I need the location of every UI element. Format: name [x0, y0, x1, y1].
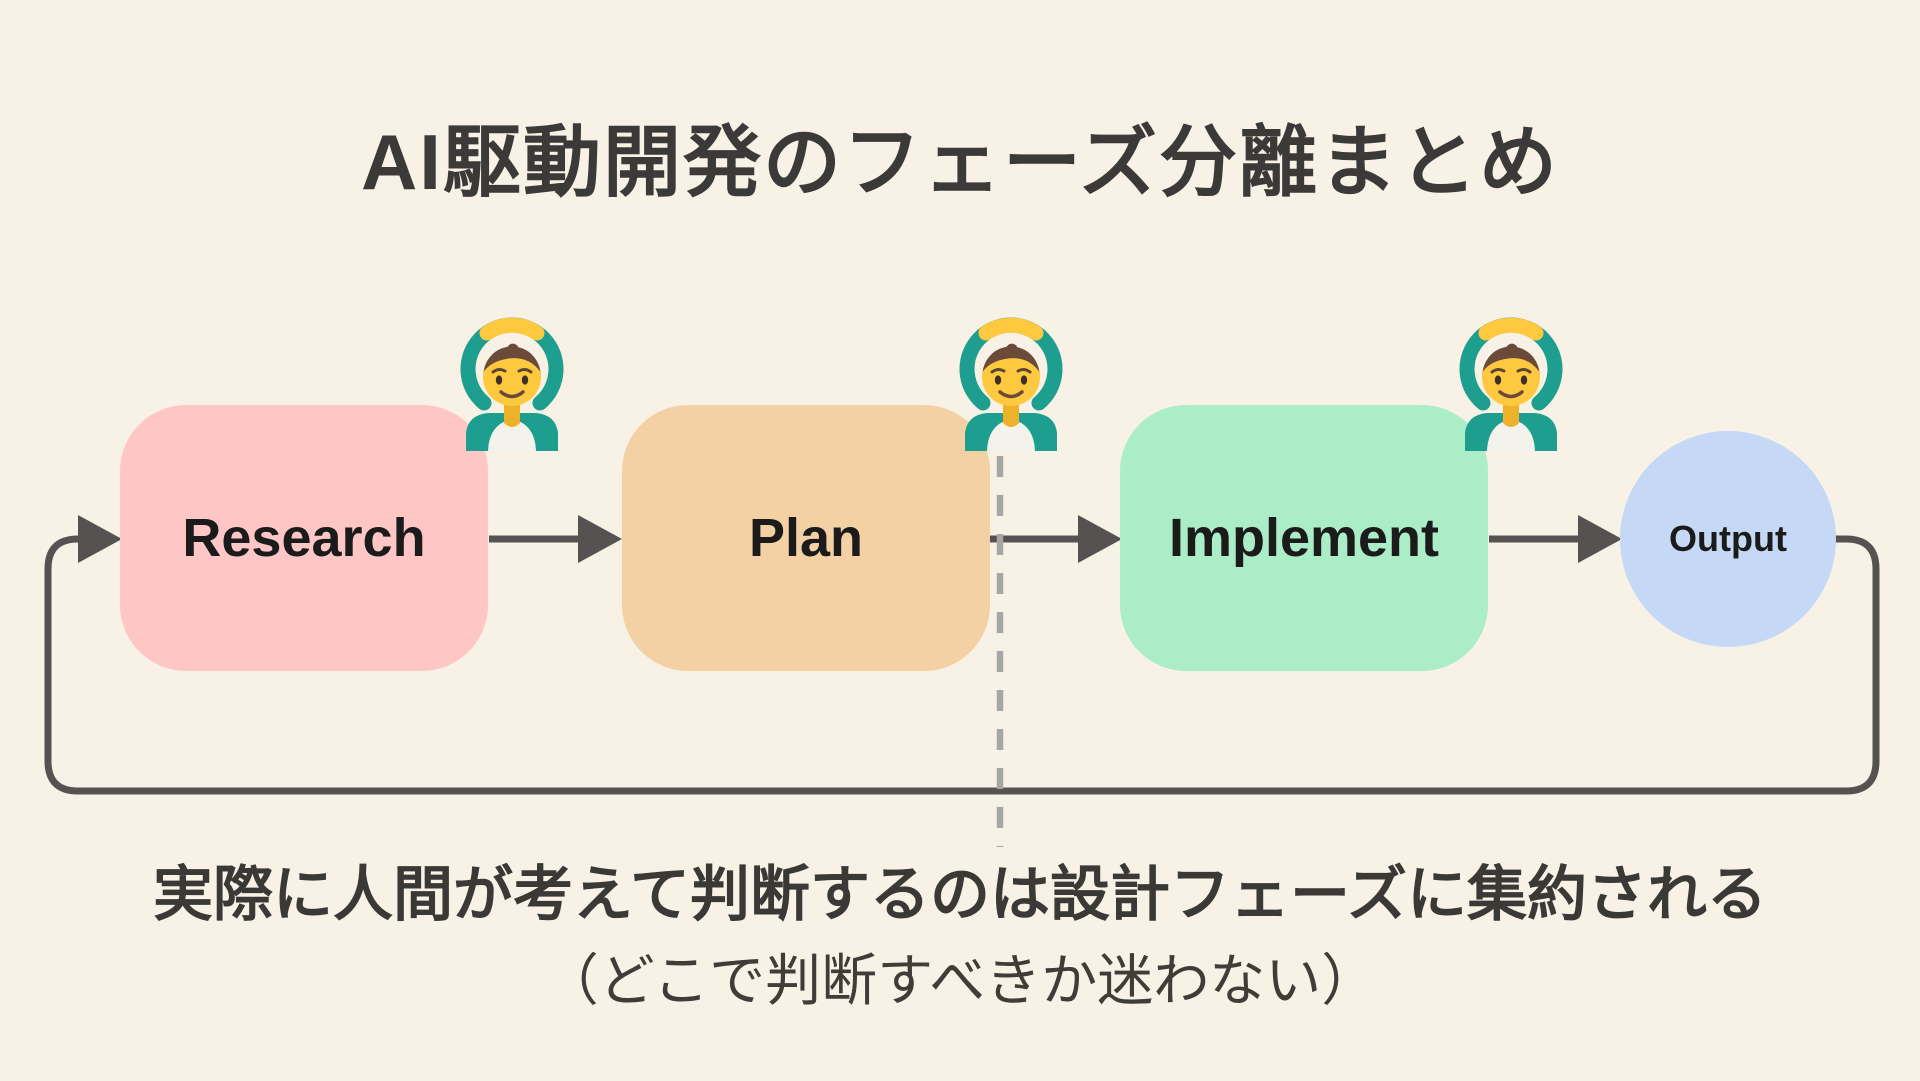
node-research: Research — [120, 405, 488, 671]
feedback-loop-line — [44, 515, 1880, 795]
node-research-label: Research — [182, 508, 426, 568]
node-implement: Implement — [1120, 405, 1488, 671]
node-output-label: Output — [1669, 518, 1787, 559]
node-output: Output — [1620, 431, 1836, 647]
summary-note: 実際に人間が考えて判断するのは設計フェーズに集約される — [153, 861, 1767, 928]
node-plan-label: Plan — [748, 508, 864, 568]
arrow-research-to-plan — [489, 515, 622, 563]
person-gesturing-ok-icon — [948, 311, 1074, 451]
summary-note-sub: （どこで判断すべきか迷わない） — [542, 949, 1378, 1012]
person-gesturing-ok-icon — [449, 311, 575, 451]
arrow-plan-to-implement — [989, 515, 1122, 563]
page-title: AI駆動開発のフェーズ分離まとめ — [360, 118, 1560, 206]
arrow-implement-to-output — [1489, 515, 1622, 563]
node-implement-label: Implement — [1168, 508, 1440, 568]
person-gesturing-ok-icon — [1448, 311, 1574, 451]
node-plan: Plan — [622, 405, 990, 671]
